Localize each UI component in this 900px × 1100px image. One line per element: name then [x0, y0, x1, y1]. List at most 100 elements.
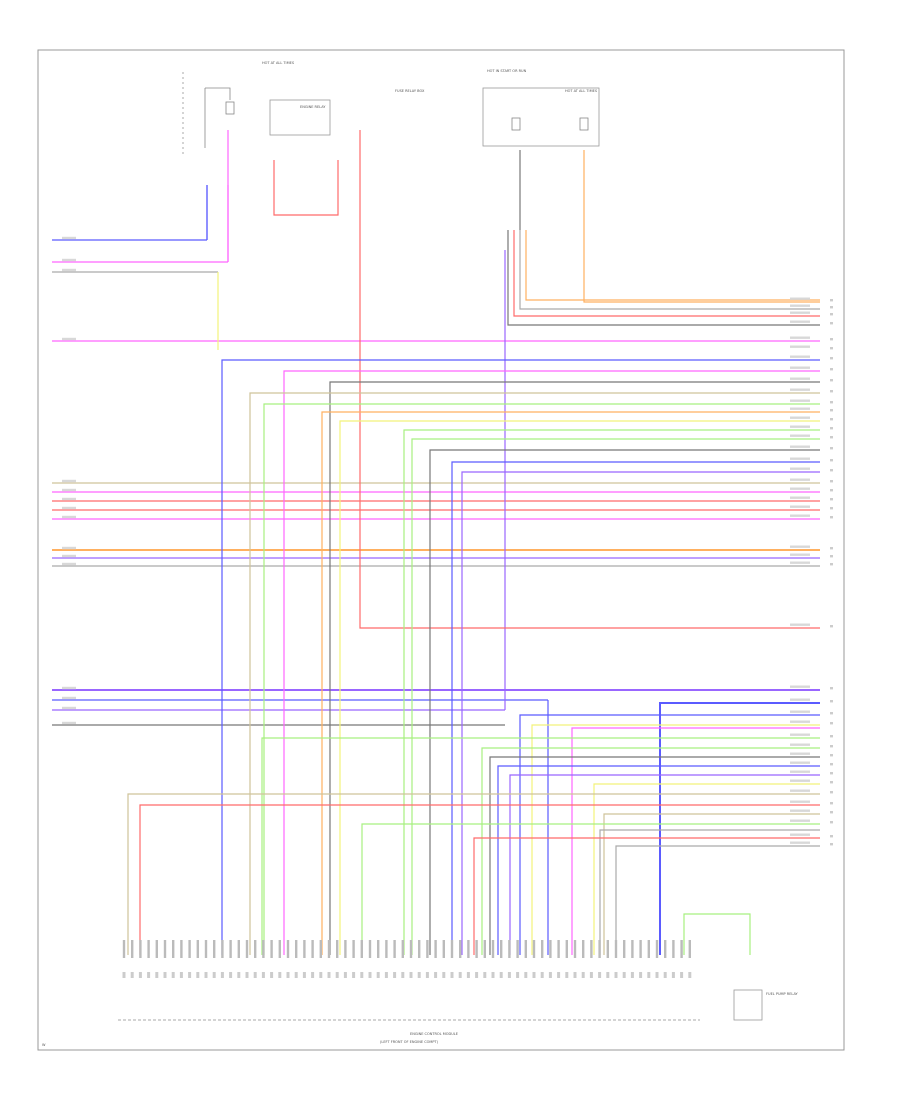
right-pin-mark: [830, 459, 833, 462]
bus-wire-10: [451, 461, 820, 955]
ecm-pin-number: [286, 972, 290, 978]
right-wire-label: [790, 800, 810, 803]
ecm-pin-number: [204, 972, 208, 978]
ecm-pin: [532, 940, 536, 958]
ecm-pin: [409, 940, 413, 958]
right-wire-label: [790, 819, 810, 822]
ecm-pin-number: [163, 972, 167, 978]
right-wire-label: [790, 416, 810, 419]
ecm-pin-number: [179, 972, 183, 978]
right-pin-mark: [830, 322, 833, 325]
ecm-pin-number: [581, 972, 585, 978]
sensor-label: FUEL PUMP RELAY: [766, 992, 799, 996]
right-pin-mark: [830, 436, 833, 439]
right-wire-label: [790, 297, 810, 300]
ecm-pin: [172, 940, 175, 958]
bus-wire-6: [339, 420, 820, 955]
wire-label-mark: [62, 268, 76, 272]
ecm-pin: [655, 940, 659, 958]
right-wire-label: [790, 698, 810, 701]
ecm-pin: [418, 940, 421, 958]
fuse-box-2-frame: [482, 87, 600, 147]
ecm-pin: [278, 940, 281, 958]
bus-wire-2: [329, 381, 820, 955]
harness-wire-2: [519, 230, 820, 310]
right-pin-mark: [830, 469, 833, 472]
ecm-pin-number: [212, 972, 216, 978]
ecm-pin: [631, 940, 634, 958]
ecm-pin: [582, 940, 585, 958]
right-pin-mark: [830, 821, 833, 824]
page-marker: W: [42, 1043, 46, 1047]
fuse-symbol: [225, 101, 235, 115]
ecm-pin-number: [671, 972, 675, 978]
ecm-pin-number: [130, 972, 134, 978]
right-pin-mark: [830, 447, 833, 450]
right-pin-mark: [830, 418, 833, 421]
ecm-pin-number: [540, 972, 544, 978]
ecm-pin: [623, 940, 626, 958]
ecm-pin-number: [245, 972, 249, 978]
ecm-pin-number: [663, 972, 667, 978]
ecm-pin: [524, 940, 527, 958]
wire-label-mark: [62, 554, 76, 558]
ecm-pin-number: [606, 972, 610, 978]
ecm-pin-number: [483, 972, 487, 978]
ecm-pin-number: [425, 972, 429, 978]
ecm-pin: [163, 940, 167, 958]
lower-wire-12: [603, 813, 820, 955]
right-wire-label: [790, 388, 810, 391]
ecm-pin: [459, 940, 462, 958]
bus-wire-1: [283, 370, 820, 955]
ecm-pin: [139, 940, 142, 958]
lower-wire-14: [599, 829, 820, 955]
ecm-pin-number: [220, 972, 224, 978]
ecm-pin: [516, 940, 519, 958]
right-wire-label: [790, 623, 810, 626]
right-pin-mark: [830, 480, 833, 483]
ecm-pin: [508, 940, 511, 958]
wire-label-mark: [62, 337, 76, 341]
ecm-pin: [336, 940, 339, 958]
ecm-pin: [688, 940, 691, 958]
ecm-pin: [500, 940, 503, 958]
lower-wire-4: [261, 737, 820, 955]
ecm-pin: [262, 940, 265, 958]
ecm-pin-number: [319, 972, 323, 978]
wire-label-mark: [62, 546, 76, 550]
wire-label-mark: [62, 479, 76, 483]
ecm-pin-number: [491, 972, 495, 978]
ecm-pin-number: [614, 972, 618, 978]
right-pin-mark: [830, 357, 833, 360]
right-wire-label: [790, 561, 810, 564]
right-pin-mark: [830, 735, 833, 738]
ecm-pin: [180, 940, 183, 958]
relay-red-loop: [273, 160, 339, 216]
ecm-pin-number: [589, 972, 593, 978]
ecm-pin-number: [335, 972, 339, 978]
ecm-pin-number: [507, 972, 511, 978]
ecm-pin-number: [171, 972, 175, 978]
ecm-pin: [188, 940, 191, 958]
ecm-pin: [295, 940, 298, 958]
wire-label-mark: [62, 686, 76, 690]
right-wire-label: [790, 467, 810, 470]
ecm-pin: [647, 940, 650, 958]
bus-wire-8: [411, 438, 820, 955]
right-pin-mark: [830, 306, 833, 309]
right-wire-label: [790, 399, 810, 402]
right-wire-label: [790, 377, 810, 380]
ecm-pin: [122, 940, 126, 958]
wire-label-mark: [62, 706, 76, 710]
lower-wire-8: [509, 774, 820, 955]
right-wire-label: [790, 355, 810, 358]
right-pin-mark: [830, 507, 833, 510]
ecm-pin: [573, 940, 577, 958]
ecm-pin-number: [327, 972, 331, 978]
ecm-pin-number: [450, 972, 454, 978]
right-pin-mark: [830, 347, 833, 350]
right-wire-label: [790, 320, 810, 323]
ecm-pin: [155, 940, 158, 958]
ecm-pin-number: [622, 972, 626, 978]
